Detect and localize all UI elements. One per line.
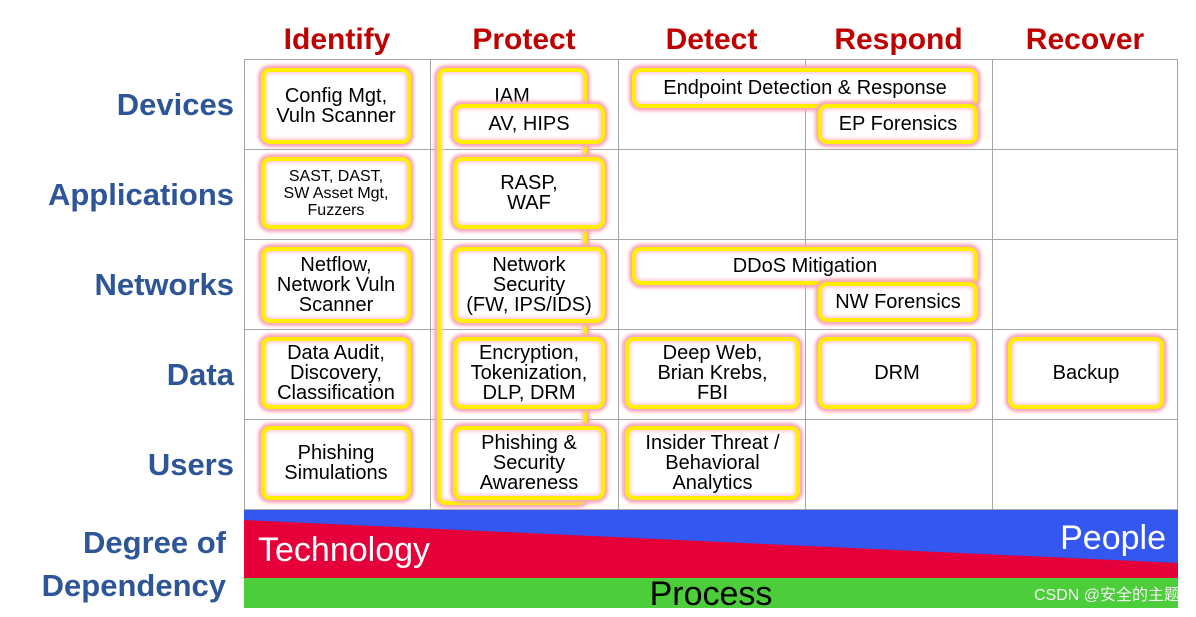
matrix-grid: [244, 59, 1178, 510]
cell-identify-devices: Config Mgt, Vuln Scanner: [261, 68, 411, 144]
process-band: [244, 578, 1178, 608]
grid-divider: [244, 239, 1178, 240]
cell-detect-edr: Endpoint Detection & Response: [632, 68, 978, 108]
cell-protect-networks: Network Security (FW, IPS/IDS): [453, 247, 605, 323]
grid-divider: [244, 419, 1178, 420]
column-header-identify: Identify: [283, 23, 391, 56]
cell-identify-applications: SAST, DAST, SW Asset Mgt, Fuzzers: [261, 157, 411, 229]
dependency-label-line1: Degree of: [83, 525, 226, 560]
watermark: CSDN @安全的主题: [1033, 587, 1180, 604]
grid-divider: [618, 59, 619, 510]
row-header-data: Data: [166, 357, 234, 392]
cell-identify-users: Phishing Simulations: [261, 426, 411, 500]
column-header-protect: Protect: [472, 23, 576, 56]
cell-identify-data: Data Audit, Discovery, Classification: [261, 337, 411, 409]
row-header-networks: Networks: [94, 267, 234, 302]
cell-protect-devices: AV, HIPS: [453, 104, 605, 144]
process-label: Process: [649, 575, 773, 613]
cell-respond-devices: EP Forensics: [818, 104, 978, 144]
cell-recover-data: Backup: [1008, 337, 1164, 409]
grid-divider: [244, 149, 1178, 150]
column-header-detect: Detect: [665, 23, 758, 56]
cell-detect-users: Insider Threat / Behavioral Analytics: [625, 426, 800, 500]
row-header-applications: Applications: [47, 177, 234, 212]
technology-label: Technology: [258, 531, 431, 569]
people-label: People: [1060, 519, 1166, 557]
row-header-users: Users: [147, 447, 234, 482]
column-header-respond: Respond: [834, 23, 963, 56]
cell-identify-networks: Netflow, Network Vuln Scanner: [261, 247, 411, 323]
cell-respond-networks: NW Forensics: [818, 282, 978, 322]
dependency-bands: [244, 510, 1178, 608]
grid-divider: [992, 59, 993, 510]
cell-protect-users: Phishing & Security Awareness: [453, 426, 605, 500]
cell-protect-applications: RASP, WAF: [453, 157, 605, 229]
grid-divider: [430, 59, 431, 510]
dependency-label-line2: Dependency: [41, 568, 226, 603]
grid-divider: [244, 329, 1178, 330]
cell-detect-data: Deep Web, Brian Krebs, FBI: [625, 337, 800, 409]
cell-protect-data: Encryption, Tokenization, DLP, DRM: [453, 337, 605, 409]
column-header-recover: Recover: [1025, 23, 1145, 56]
technology-band: [244, 520, 1178, 578]
cell-detect-ddos: DDoS Mitigation: [632, 247, 978, 285]
row-header-devices: Devices: [116, 87, 234, 122]
cell-respond-data: DRM: [818, 337, 976, 409]
